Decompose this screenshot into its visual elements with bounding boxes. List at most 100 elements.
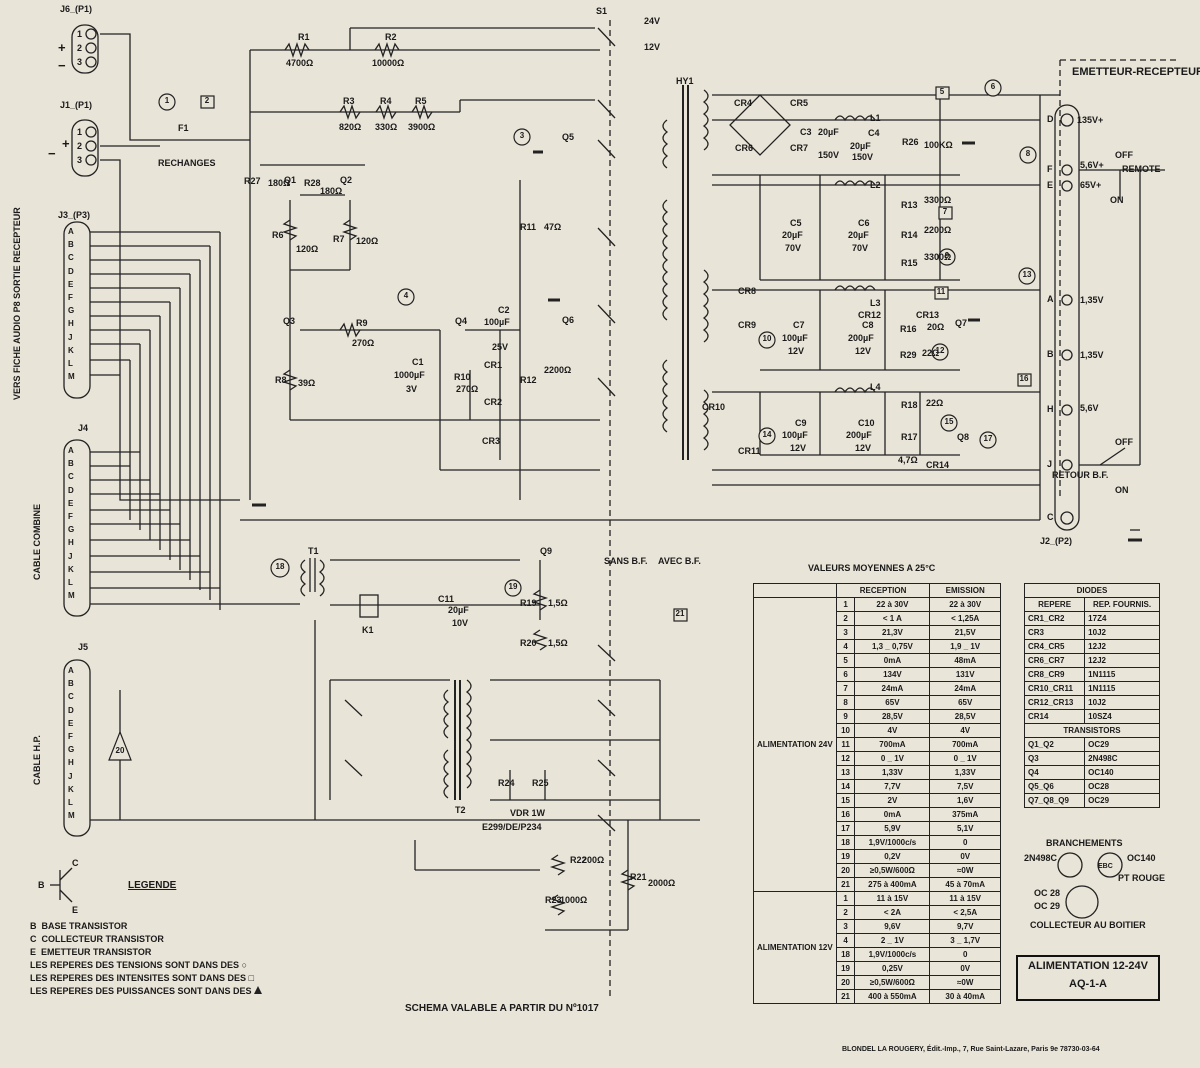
r27-label: R27 (244, 176, 261, 186)
c10-value: 200µF (846, 430, 872, 440)
c9-label: C9 (795, 418, 807, 428)
branch-collecteur: COLLECTEUR AU BOITIER (1030, 920, 1146, 930)
cr14-label: CR14 (926, 460, 950, 470)
measure-reception: 9,6V (854, 919, 931, 934)
right-on-2: ON (1115, 485, 1129, 495)
right-v56a: 5,6V+ (1080, 160, 1104, 170)
marker-circle-num-1: 3 (519, 131, 525, 140)
branch-oc140: OC140 (1127, 853, 1156, 863)
diode-ref: CR3 (1023, 625, 1086, 640)
c5-voltage: 70V (785, 243, 802, 253)
r9-label: R9 (356, 318, 368, 328)
marker-circle-19 (504, 579, 522, 597)
c3-value: 20µF (818, 127, 839, 137)
schema-note: SCHEMA VALABLE A PARTIR DU Nº1017 (405, 1003, 599, 1014)
j4pins-pin-7: H (68, 538, 74, 548)
transistor-type: OC28 (1084, 779, 1160, 794)
diode-fourn: 12J2 (1084, 639, 1160, 654)
marker-circle-6 (984, 79, 1002, 97)
r11-value: 47Ω (544, 222, 562, 232)
marker-circle-num-13: 19 (508, 582, 518, 591)
j3-side-label: VERS FICHE AUDIO P8 SORTIE RECEPTEUR (12, 207, 22, 400)
c1-value: 1000µF (394, 370, 425, 380)
j1-pin-3: 3 (77, 155, 83, 165)
r29-value: 22Ω (922, 348, 940, 358)
r5-label: R5 (415, 96, 427, 106)
measure-emission: ≈0W (929, 975, 1001, 990)
c6-voltage: 70V (852, 243, 869, 253)
circle-symbol: ○ (241, 960, 247, 970)
measure-reception: 700mA (854, 737, 931, 752)
right-on-1: ON (1110, 195, 1124, 205)
r7-value: 120Ω (356, 236, 379, 246)
head-reception: RECEPTION (835, 583, 931, 598)
measure-ref: 9 (835, 709, 856, 724)
diode-ref: CR10_CR11 (1023, 681, 1086, 696)
r6-label: R6 (272, 230, 284, 240)
measure-reception: 400 à 550mA (854, 989, 931, 1004)
legend-emet-letter: E (30, 947, 37, 957)
transistors-head-row: TRANSISTORS (1024, 723, 1160, 738)
legend-coll-text: COLLECTEUR TRANSISTOR (41, 934, 164, 944)
branch-oc29: OC 29 (1034, 901, 1061, 911)
c4-label: C4 (868, 128, 880, 138)
right-off-1: OFF (1115, 150, 1133, 160)
r25-label: R25 (532, 778, 549, 788)
measure-reception: 7,7V (854, 779, 931, 794)
legend-c-letter: C (72, 858, 79, 868)
diode-fourn: 1N1115 (1084, 681, 1160, 696)
j5pins-pin-7: H (68, 758, 74, 768)
marker-circle-13 (1018, 267, 1036, 285)
r29-label: R29 (900, 350, 917, 360)
marker-square-11 (934, 286, 949, 300)
j5pins-pin-0: A (68, 666, 74, 675)
j1-pin-2: 2 (77, 141, 83, 151)
transistor-ref: Q3 (1023, 751, 1086, 766)
j2-label: J2_(P2) (1040, 536, 1073, 546)
measure-row: 20≥0,5W/600Ω≈0W (754, 863, 1001, 878)
marker-circle-3 (513, 128, 531, 146)
cr12-label: CR12 (858, 310, 882, 320)
c11-value: 20µF (448, 605, 469, 615)
j3pins-pin-3: D (68, 266, 74, 276)
emetteur-title: EMETTEUR-RECEPTEUR (1072, 66, 1200, 78)
measure-reception: 0,2V (854, 849, 931, 864)
marker-circle-num-12: 18 (275, 562, 285, 571)
r21-value: 2000Ω (648, 878, 676, 888)
measure-emission: 0 _ 1V (929, 751, 1001, 766)
switch-24v: 24V (644, 16, 661, 26)
marker-circle-18 (270, 558, 290, 578)
j3pins-pin-8: J (68, 332, 73, 342)
diode-ref: CR1_CR2 (1023, 611, 1086, 626)
j3pins-pin-5: F (68, 293, 73, 302)
measure-reception: ≥0,5W/600Ω (854, 863, 931, 878)
r10-label: R10 (454, 372, 471, 382)
r18-value: 22Ω (926, 398, 944, 408)
r3-value: 820Ω (339, 122, 362, 132)
r14-value: 2200Ω (924, 225, 952, 235)
marker-circle-num-6: 10 (762, 334, 772, 343)
q6-label: Q6 (562, 315, 575, 325)
group-label-rows12: ALIMENTATION 12V (753, 891, 837, 1004)
c5-value: 20µF (782, 230, 803, 240)
r13-label: R13 (901, 200, 918, 210)
right-pin-5: H (1047, 404, 1054, 414)
measure-emission: 375mA (929, 807, 1001, 822)
measure-ref: 10 (835, 723, 856, 738)
legend-b-letter: B (38, 880, 45, 890)
t1-label: T1 (308, 546, 319, 556)
marker-circle-12 (931, 343, 949, 361)
diode-ref: CR14 (1023, 709, 1086, 724)
j4pins-pin-5: F (68, 512, 73, 521)
marker-square-num-1: 5 (939, 87, 945, 96)
transistor-type: OC140 (1084, 765, 1160, 780)
